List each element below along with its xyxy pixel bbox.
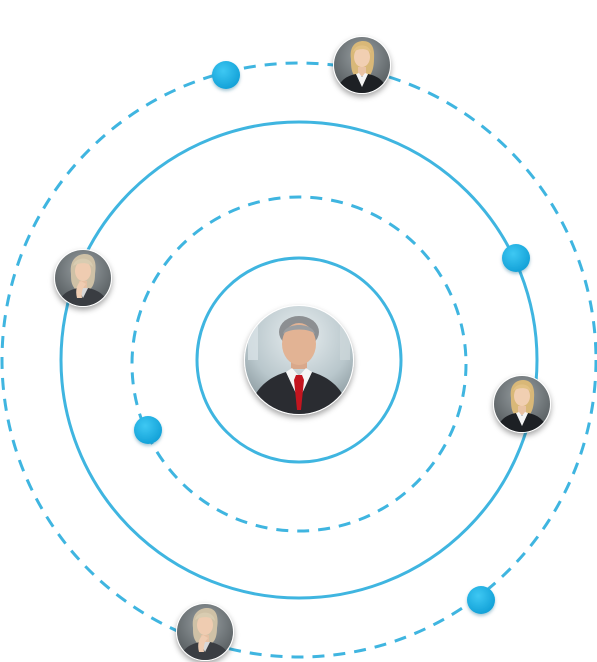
center-avatar[interactable] (240, 300, 360, 420)
woman-in-blazer-icon (494, 376, 550, 432)
orbit-inner-solid (195, 256, 403, 464)
woman-in-blazer-icon (334, 37, 390, 93)
orbit-inner-dashed (130, 195, 468, 533)
satellite-avatar-top[interactable] (332, 35, 392, 95)
orbits (0, 61, 597, 659)
satellite-avatar-left[interactable] (53, 248, 113, 308)
satellite-avatar-bottom[interactable] (175, 602, 235, 662)
orbit-outer-dashed (0, 61, 597, 659)
orbit-middle-solid (59, 120, 539, 600)
orbit-dot-top-left[interactable] (212, 61, 240, 89)
orbit-dot-left[interactable] (134, 416, 162, 444)
woman-thinking-icon (177, 604, 233, 660)
orbit-dot-bottom-right[interactable] (467, 586, 495, 614)
satellite-avatar-right[interactable] (492, 374, 552, 434)
orbit-dots (134, 61, 530, 614)
man-in-suit-red-tie-icon (245, 306, 353, 414)
orbit-dot-right[interactable] (502, 244, 530, 272)
woman-thinking-icon (55, 250, 111, 306)
